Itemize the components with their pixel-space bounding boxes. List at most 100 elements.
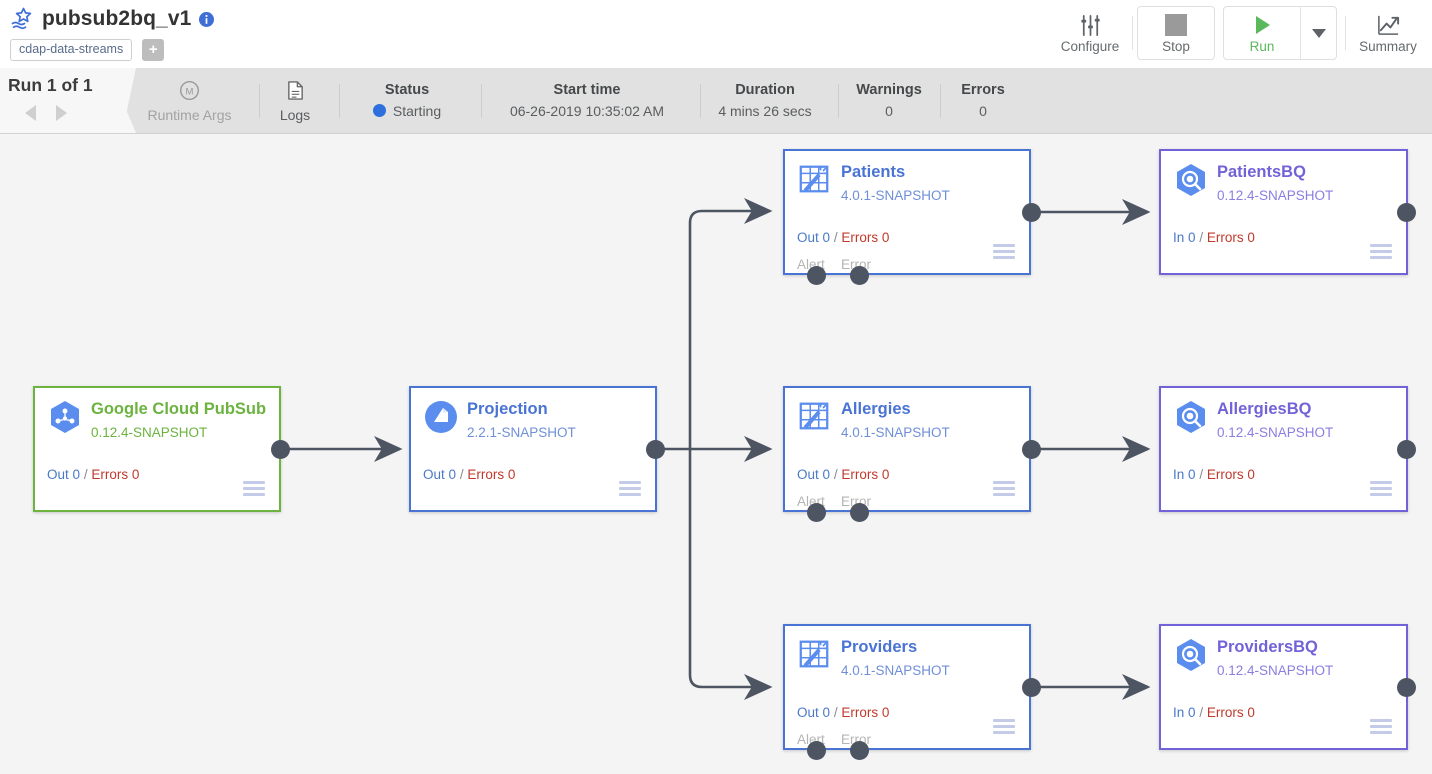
port-alert-patients[interactable] [807, 266, 826, 285]
pipeline-tag[interactable]: cdap-data-streams [10, 39, 133, 61]
stop-button[interactable]: Stop [1137, 6, 1215, 60]
node-name: Patients [841, 163, 906, 181]
port-out-providers[interactable] [1022, 678, 1041, 697]
node-header: PatientsBQ 0.12.4-SNAPSHOT [1161, 151, 1406, 206]
info-icon[interactable] [199, 11, 215, 27]
duration-header: Duration [735, 82, 795, 98]
add-tag-button[interactable]: + [142, 39, 165, 61]
node-allergiesbq[interactable]: AllergiesBQ 0.12.4-SNAPSHOT In 0 / Error… [1159, 386, 1408, 512]
node-menu-icon[interactable] [243, 481, 265, 496]
triangle-left-icon[interactable] [25, 105, 36, 121]
triangle-right-icon[interactable] [56, 105, 67, 121]
duration-value: 4 mins 26 secs [718, 103, 812, 119]
projection-icon [423, 399, 459, 435]
node-metrics: Out 0 / Errors 0 [423, 467, 516, 482]
run-selector: Run 1 of 1 [0, 68, 136, 133]
metric-errors: Errors 0 [1206, 230, 1255, 245]
port-alert-allergies[interactable] [807, 503, 826, 522]
port-out-pubsub[interactable] [271, 440, 290, 459]
port-out-patients[interactable] [1022, 203, 1041, 222]
wrangler-icon [797, 399, 833, 435]
metric-out: Out 0 [797, 705, 831, 720]
node-titles: Providers 4.0.1-SNAPSHOT [841, 636, 950, 681]
node-header: Patients 4.0.1-SNAPSHOT [785, 151, 1029, 206]
node-menu-icon[interactable] [993, 244, 1015, 259]
configure-button[interactable]: Configure [1052, 5, 1128, 61]
metric-errors: Errors 0 [841, 230, 890, 245]
port-out-patientsbq[interactable] [1397, 203, 1416, 222]
node-header: Allergies 4.0.1-SNAPSHOT [785, 388, 1029, 443]
google-pubsub-icon [47, 399, 83, 435]
run-count-label: Run 1 of 1 [8, 75, 93, 95]
port-error-providers[interactable] [850, 741, 869, 760]
node-metrics: Out 0 / Errors 0 [797, 230, 890, 245]
run-button[interactable]: Run [1224, 7, 1300, 59]
start-time-cell: Start time 06-26-2019 10:35:02 AM [487, 68, 687, 133]
port-error-patients[interactable] [850, 266, 869, 285]
node-menu-icon[interactable] [1370, 244, 1392, 259]
node-header: Projection 2.2.1-SNAPSHOT [411, 388, 655, 443]
metric-errors: Errors 0 [841, 467, 890, 482]
runtime-args-label: Runtime Args [147, 107, 232, 123]
summary-button[interactable]: Summary [1350, 5, 1426, 61]
port-out-providersbq[interactable] [1397, 678, 1416, 697]
metric-errors: Errors 0 [841, 705, 890, 720]
node-name: Projection [467, 400, 548, 418]
run-options-button[interactable] [1300, 6, 1336, 60]
node-header: AllergiesBQ 0.12.4-SNAPSHOT [1161, 388, 1406, 443]
bigquery-icon [1173, 399, 1209, 435]
metric-in: In 0 [1173, 230, 1196, 245]
node-allergies[interactable]: Allergies 4.0.1-SNAPSHOT Out 0 / Errors … [783, 386, 1031, 512]
node-providersbq[interactable]: ProvidersBQ 0.12.4-SNAPSHOT In 0 / Error… [1159, 624, 1408, 750]
line-chart-icon [1376, 12, 1401, 38]
port-out-projection[interactable] [646, 440, 665, 459]
summary-label: Summary [1359, 39, 1417, 54]
metric-errors: Errors 0 [467, 467, 516, 482]
logs-button[interactable]: Logs [265, 68, 325, 133]
run-label: Run [1249, 39, 1275, 54]
wrangler-icon [797, 162, 833, 198]
metric-errors: Errors 0 [91, 467, 140, 482]
node-version: 0.12.4-SNAPSHOT [91, 425, 208, 440]
node-menu-icon[interactable] [993, 481, 1015, 496]
stop-square-icon [1165, 12, 1187, 38]
node-patientsbq[interactable]: PatientsBQ 0.12.4-SNAPSHOT In 0 / Errors… [1159, 149, 1408, 275]
node-titles: Patients 4.0.1-SNAPSHOT [841, 161, 950, 206]
header-toolbar: Configure Stop Run [1052, 2, 1426, 64]
metric-errors: Errors 0 [1206, 467, 1255, 482]
stop-button-inner[interactable]: Stop [1138, 7, 1214, 59]
port-out-allergies[interactable] [1022, 440, 1041, 459]
node-name: Allergies [841, 400, 911, 418]
play-triangle-icon [1250, 12, 1274, 38]
node-menu-icon[interactable] [619, 481, 641, 496]
node-version: 0.12.4-SNAPSHOT [1217, 663, 1334, 678]
node-name: AllergiesBQ [1217, 400, 1312, 418]
node-menu-icon[interactable] [993, 719, 1015, 734]
metric-out: Out 0 [423, 467, 457, 482]
port-out-allergiesbq[interactable] [1397, 440, 1416, 459]
warnings-cell: Warnings 0 [844, 68, 934, 133]
node-patients[interactable]: Patients 4.0.1-SNAPSHOT Out 0 / Errors 0… [783, 149, 1031, 275]
warnings-header: Warnings [856, 82, 922, 98]
runtime-args-button[interactable]: M Runtime Args [131, 68, 248, 133]
node-providers[interactable]: Providers 4.0.1-SNAPSHOT Out 0 / Errors … [783, 624, 1031, 750]
node-pubsub-source[interactable]: Google Cloud PubSub 0.12.4-SNAPSHOT Out … [33, 386, 281, 512]
port-error-allergies[interactable] [850, 503, 869, 522]
status-cell: Status Starting [345, 68, 469, 133]
node-metrics: Out 0 / Errors 0 [797, 467, 890, 482]
status-header: Status [384, 82, 430, 98]
node-menu-icon[interactable] [1370, 481, 1392, 496]
node-projection[interactable]: Projection 2.2.1-SNAPSHOT Out 0 / Errors… [409, 386, 657, 512]
warnings-value: 0 [885, 103, 893, 119]
node-version: 4.0.1-SNAPSHOT [841, 188, 950, 203]
run-nav [25, 105, 67, 121]
node-titles: PatientsBQ 0.12.4-SNAPSHOT [1217, 161, 1333, 206]
pipeline-canvas[interactable]: Google Cloud PubSub 0.12.4-SNAPSHOT Out … [0, 135, 1432, 774]
metric-out: Out 0 [47, 467, 81, 482]
port-alert-providers[interactable] [807, 741, 826, 760]
logs-label: Logs [279, 107, 311, 123]
node-version: 0.12.4-SNAPSHOT [1217, 188, 1334, 203]
node-metrics: In 0 / Errors 0 [1173, 230, 1255, 245]
node-menu-icon[interactable] [1370, 719, 1392, 734]
node-titles: Allergies 4.0.1-SNAPSHOT [841, 398, 950, 443]
